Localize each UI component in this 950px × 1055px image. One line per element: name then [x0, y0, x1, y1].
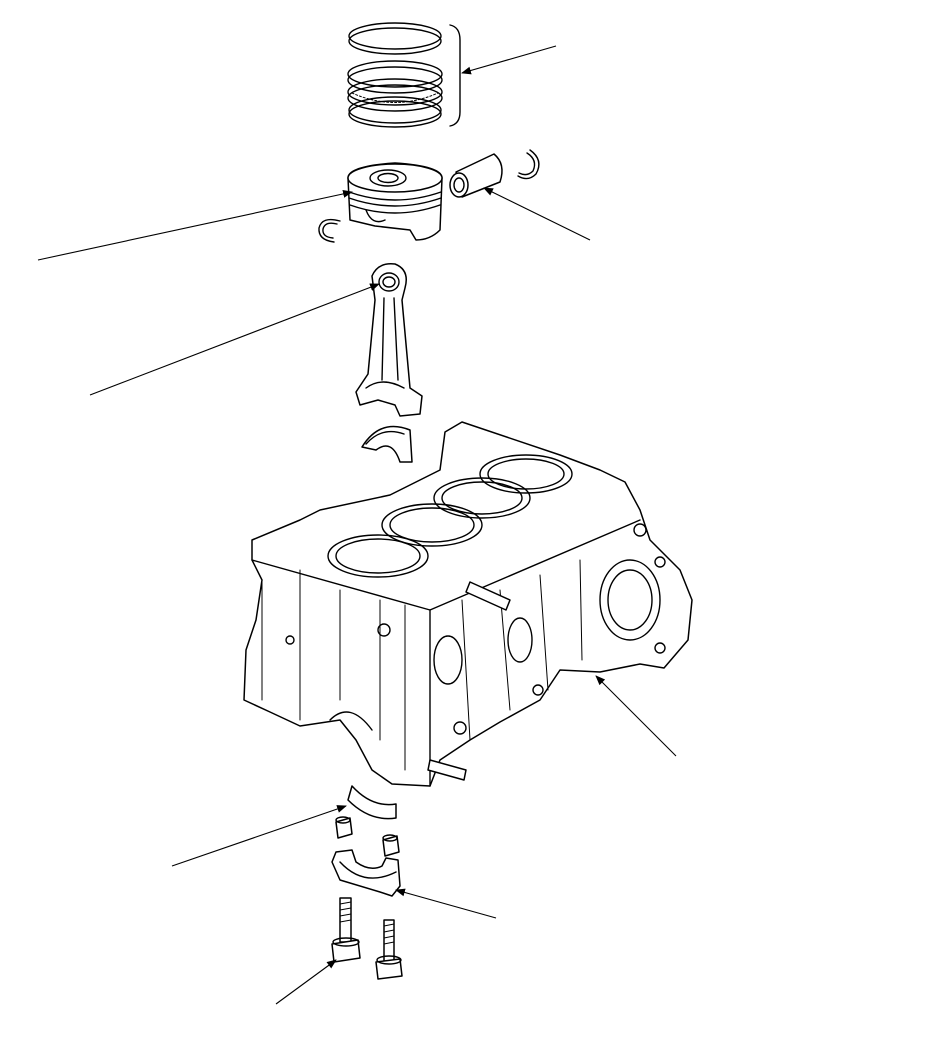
piston-ring-set: [347, 22, 557, 128]
bearing-cap: [331, 849, 497, 919]
connecting-rod: [89, 263, 423, 417]
dowel-pins: [335, 816, 400, 857]
bearing-cap-bolts: [275, 897, 403, 1005]
main-bearing: [171, 785, 397, 867]
cylinder-block: [243, 421, 693, 787]
piston-pin: [449, 153, 591, 241]
piston: [37, 162, 443, 261]
connecting-rod-bearing: [361, 425, 413, 463]
piston-pin-clips: [318, 149, 540, 243]
